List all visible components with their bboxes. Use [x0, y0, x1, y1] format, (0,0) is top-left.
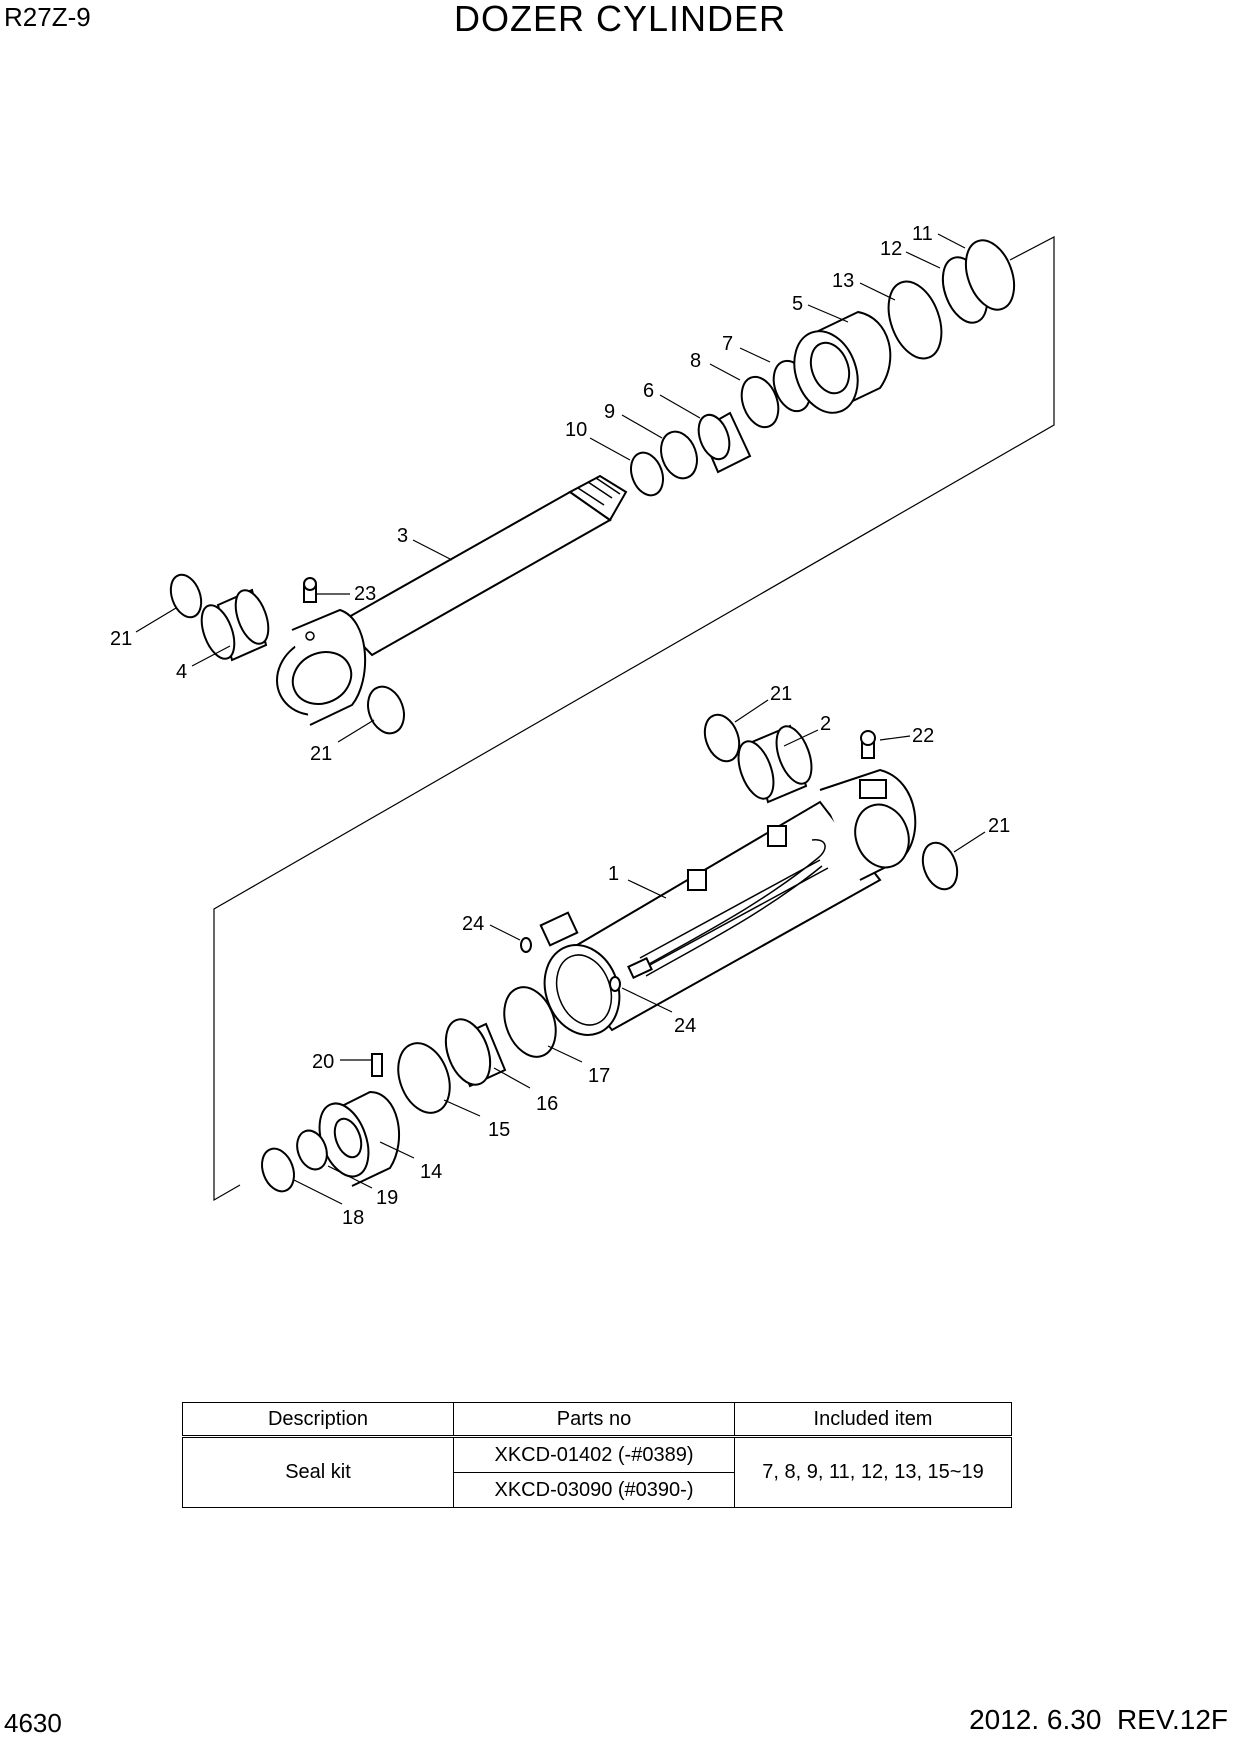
page-number: 4630 [4, 1708, 62, 1738]
label-19: 19 [376, 1187, 398, 1209]
rod-seal-8 [740, 375, 780, 429]
dust-seal-21-eye [367, 685, 405, 735]
dust-seal-21-tube-right [921, 841, 959, 891]
label-16: 16 [536, 1093, 558, 1115]
label-11: 11 [912, 223, 933, 245]
label-2: 2 [820, 713, 831, 735]
set-screw-20 [371, 1053, 383, 1077]
wear-ring-16 [444, 1018, 507, 1088]
o-ring-13 [887, 280, 943, 360]
label-13: 13 [832, 270, 854, 292]
label-22: 22 [912, 725, 934, 747]
label-1: 1 [608, 863, 619, 885]
part-number-1: XKCD-01402 (-#0389) [453, 1436, 735, 1473]
included-items: 7, 8, 9, 11, 12, 13, 15~19 [734, 1436, 1012, 1508]
label-21-eye: 21 [310, 743, 332, 765]
revision-stamp: 2012. 6.30 REV.12F [969, 1704, 1228, 1735]
o-ring-19 [296, 1129, 328, 1171]
header-description: Description [182, 1402, 454, 1438]
grease-nipple-23 [303, 577, 317, 603]
label-17: 17 [588, 1065, 610, 1087]
label-9: 9 [604, 401, 615, 423]
seal-kit-table: Description Parts no Included item Seal … [182, 1402, 1012, 1508]
bushing-4 [200, 588, 270, 662]
grease-nipple-22 [860, 730, 876, 759]
label-8: 8 [690, 350, 701, 372]
label-23: 23 [354, 583, 376, 605]
dust-seal-21-left [169, 573, 203, 619]
label-10: 10 [565, 419, 587, 441]
header-included-item: Included item [734, 1402, 1012, 1438]
page-title: DOZER CYLINDER [453, 0, 787, 39]
label-4: 4 [176, 661, 187, 683]
rod-wiper-9 [660, 430, 698, 480]
piston-seal-15 [397, 1042, 451, 1114]
label-6: 6 [643, 380, 654, 402]
o-ring-24-tube [609, 976, 621, 992]
rod-eye [276, 608, 367, 726]
label-18: 18 [342, 1207, 364, 1229]
label-21-left: 21 [110, 628, 132, 650]
label-21-tube-left: 21 [770, 683, 792, 705]
seal-kit-description: Seal kit [182, 1436, 454, 1508]
piston-seal-17 [503, 986, 557, 1058]
label-21-tube-right: 21 [988, 815, 1010, 837]
label-24-tube: 24 [674, 1015, 696, 1037]
dust-seal-21-tube-left [703, 713, 741, 763]
backup-ring-18 [261, 1147, 295, 1193]
leader-lines [135, 233, 986, 1205]
label-14: 14 [420, 1161, 442, 1183]
tube-eye [819, 768, 917, 881]
label-20: 20 [312, 1051, 334, 1073]
piston-rod [338, 474, 628, 657]
bushing-2 [737, 724, 813, 804]
bushing-6 [697, 411, 752, 474]
label-7: 7 [722, 333, 733, 355]
cylinder-tube-1 [539, 800, 882, 1036]
rod-cover-5 [793, 310, 892, 414]
header-parts-no: Parts no [453, 1402, 735, 1438]
label-24-port: 24 [462, 913, 484, 935]
o-ring-11 [964, 239, 1016, 311]
model-number: R27Z-9 [4, 2, 91, 32]
label-3: 3 [397, 525, 408, 547]
o-ring-24-port [520, 937, 532, 953]
label-15: 15 [488, 1119, 510, 1141]
label-12: 12 [880, 238, 902, 260]
label-5: 5 [792, 293, 803, 315]
pipe [627, 839, 826, 979]
snap-ring-10 [630, 451, 664, 497]
assembly-frame-outline [213, 236, 1055, 1202]
piston-14 [318, 1090, 401, 1187]
part-number-2: XKCD-03090 (#0390-) [453, 1472, 735, 1508]
